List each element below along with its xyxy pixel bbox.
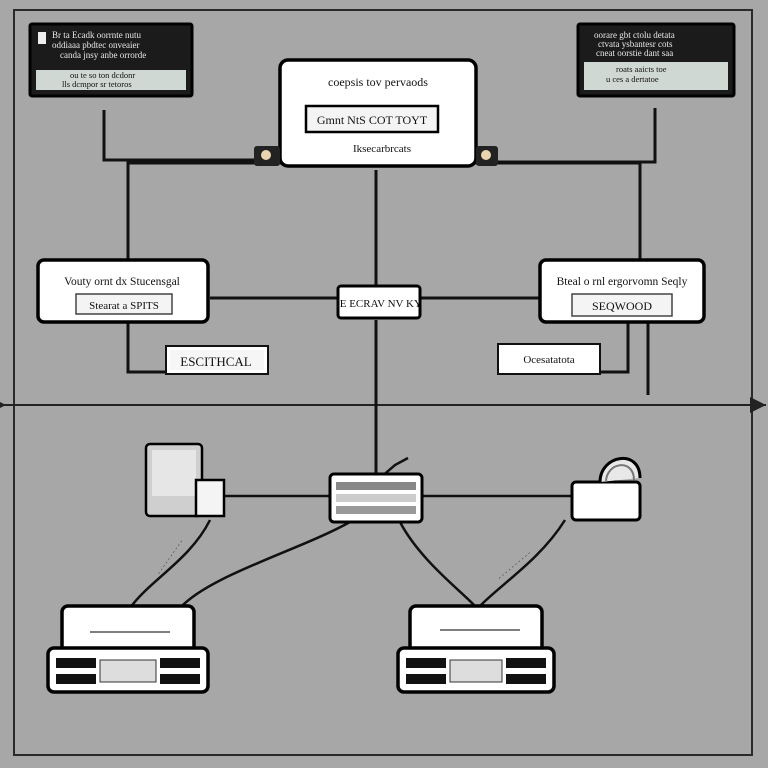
left-node: Vouty ornt dx Stucensgal Stearat a SPITS bbox=[36, 258, 210, 324]
right-tag-label: Ocesatatota bbox=[523, 354, 574, 366]
note-line: ctvata ysbantesr cots bbox=[598, 39, 673, 49]
router-icon bbox=[570, 457, 642, 522]
right-node-label: SEQWOOD bbox=[592, 299, 652, 313]
right-node: Bteal o rnl ergorvomn Seqly SEQWOOD bbox=[538, 258, 706, 324]
top-node-label: Gmnt NtS COT TOYT bbox=[317, 113, 428, 127]
center-node-label: IE ECRAV NV KY bbox=[336, 298, 422, 310]
bottom-connectors bbox=[128, 456, 572, 609]
right-node-title: Bteal o rnl ergorvomn Seqly bbox=[557, 276, 688, 288]
note-top-right: oorare gbt ctolu detata ctvata ysbantesr… bbox=[576, 22, 736, 98]
note-line: oorare gbt ctolu detata bbox=[594, 30, 675, 40]
left-node-title: Vouty ornt dx Stucensgal bbox=[64, 276, 180, 288]
note-top-left: Br ta Ecadk oorrnte nutu oddiaaa pbdtec … bbox=[28, 22, 194, 98]
top-node-caption: Iksecarbrcats bbox=[353, 143, 411, 155]
left-tag-label: ESCITHCAL bbox=[180, 354, 252, 369]
note-line: cneat oorstie dant saa bbox=[596, 48, 673, 58]
left-node-label: Stearat a SPITS bbox=[89, 300, 159, 312]
server-icon bbox=[144, 442, 226, 518]
left-tag: ESCITHCAL bbox=[165, 345, 269, 375]
outer-frame bbox=[13, 9, 753, 756]
top-connectors bbox=[102, 108, 657, 478]
note-line: u ces a dertatoe bbox=[606, 74, 659, 84]
rack-server-icon bbox=[46, 604, 210, 694]
top-node-title: coepsis tov pervaods bbox=[328, 75, 428, 89]
switch-icon bbox=[328, 472, 424, 524]
note-line: canda jnsy anbe orrorde bbox=[60, 50, 146, 60]
right-tag: Ocesatatota bbox=[497, 343, 601, 375]
center-node: IE ECRAV NV KY bbox=[336, 284, 422, 320]
rack-server-icon bbox=[396, 604, 556, 694]
note-line: roats aaicts toe bbox=[616, 64, 667, 74]
note-line: Br ta Ecadk oorrnte nutu bbox=[52, 30, 141, 40]
svg-text:- - - - - - - - - -: - - - - - - - - - - bbox=[497, 550, 533, 582]
top-node: coepsis tov pervaods Gmnt NtS COT TOYT I… bbox=[254, 58, 498, 168]
note-line: ou te so ton dcdonr bbox=[70, 70, 135, 80]
note-line: lls dcmpor sr tetoros bbox=[62, 79, 132, 89]
note-line: oddiaaa pbdtec onveaier bbox=[52, 40, 139, 50]
cable-dashes: - - - - - - - - - - - - - - - - - - - - bbox=[156, 538, 533, 581]
